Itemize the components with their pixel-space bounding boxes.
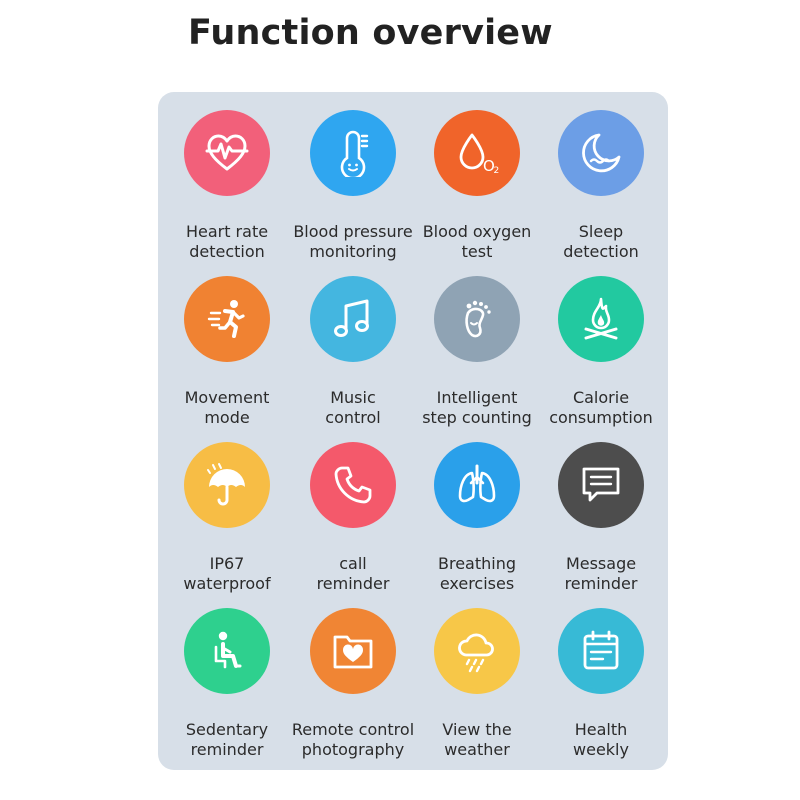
music-note-icon [310, 276, 396, 362]
feature-label-line: detection [563, 242, 639, 261]
moon-icon [558, 110, 644, 196]
feature-label-line: detection [189, 242, 265, 261]
feature-label-line: Intelligent [436, 388, 518, 407]
feature-label-line: step counting [422, 408, 532, 427]
thermometer-face-icon [310, 110, 396, 196]
sitting-person-icon [184, 608, 270, 694]
feature-label-line: Breathing [437, 554, 516, 573]
feature-label-line: View the [442, 720, 512, 739]
feature-label-line: waterproof [183, 574, 271, 593]
lungs-icon [434, 442, 520, 528]
feature-label-line: weekly [573, 740, 629, 759]
feature-label-line: reminder [190, 740, 264, 759]
message-icon [558, 442, 644, 528]
umbrella-icon [184, 442, 270, 528]
page-title: Function overview [188, 13, 553, 53]
footprint-icon [434, 276, 520, 362]
phone-icon [310, 442, 396, 528]
feature-label-line: monitoring [309, 242, 397, 261]
feature-label-line: control [325, 408, 381, 427]
svg-text:O: O [483, 157, 495, 175]
calendar-report-icon [558, 608, 644, 694]
svg-text:2: 2 [494, 166, 500, 176]
feature-label-line: Health [574, 720, 628, 739]
feature-label-line: reminder [316, 574, 390, 593]
feature-label-line: photography [301, 740, 405, 759]
heart-rate-icon [184, 110, 270, 196]
feature-label-line: Sleep [578, 222, 624, 241]
feature-label-line: consumption [549, 408, 653, 427]
feature-label-line: Remote control [291, 720, 415, 739]
weather-cloud-icon [434, 608, 520, 694]
feature-label-line: IP67 [209, 554, 245, 573]
feature-label-line: test [461, 242, 493, 261]
feature-label-line: call [339, 554, 367, 573]
feature-label-line: Sedentary [185, 720, 269, 739]
feature-label-line: mode [204, 408, 250, 427]
feature-label-line: reminder [564, 574, 638, 593]
photo-folder-icon [310, 608, 396, 694]
runner-icon [184, 276, 270, 362]
feature-label-line: Blood oxygen [422, 222, 532, 241]
feature-label-line: exercises [439, 574, 515, 593]
flame-icon [558, 276, 644, 362]
feature-label-line: Heart rate [185, 222, 269, 241]
feature-label-line: weather [444, 740, 510, 759]
feature-label-line: Movement [184, 388, 270, 407]
feature-label-line: Calorie [572, 388, 630, 407]
feature-label-line: Message [565, 554, 637, 573]
feature-label-line: Blood pressure [293, 222, 413, 241]
feature-label-line: Music [330, 388, 376, 407]
